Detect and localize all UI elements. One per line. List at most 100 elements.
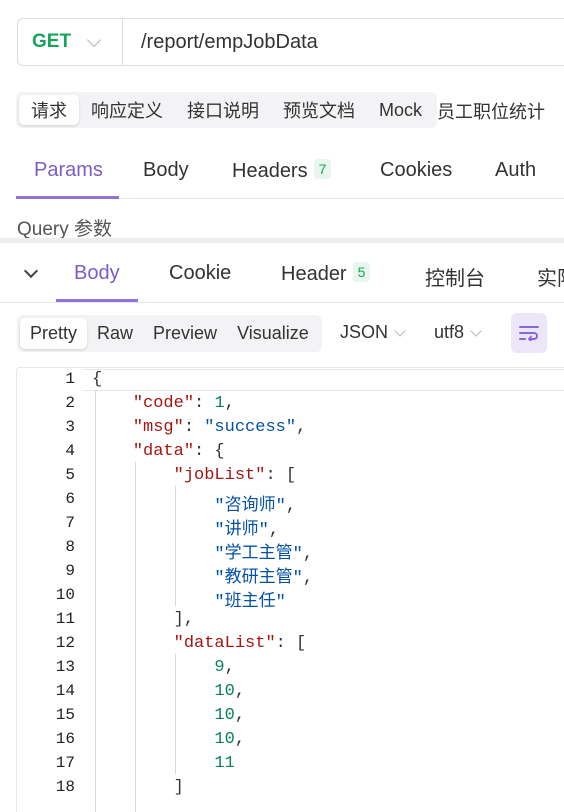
headers-count-badge: 7 — [313, 159, 332, 179]
format-preview[interactable]: Preview — [153, 323, 218, 343]
json-number: 9 — [214, 658, 225, 677]
resp-tab-console[interactable]: 控制台 — [425, 268, 485, 290]
active-resp-tab-underline — [56, 299, 138, 302]
line-number: 12 — [55, 634, 75, 652]
chevron-down-icon — [394, 324, 406, 337]
line-number: 4 — [65, 442, 75, 460]
line-number: 15 — [55, 706, 75, 724]
code-line: "教研主管", — [214, 569, 314, 588]
resp-tab-actual[interactable]: 实际 — [537, 268, 564, 290]
code-line: 10, — [214, 706, 246, 725]
resp-tab-body[interactable]: Body — [74, 262, 120, 284]
method-select[interactable]: GET — [18, 19, 123, 65]
api-doc-title: 员工职位统计 — [437, 102, 545, 122]
json-string: "班主任" — [214, 593, 286, 612]
url-input[interactable]: /report/empJobData — [141, 30, 318, 53]
code-line: 9, — [214, 658, 235, 677]
encoding-select-value: utf8 — [434, 322, 465, 342]
code-line: "jobList": [ — [173, 466, 297, 485]
code-line: "dataList": [ — [173, 634, 307, 653]
json-string: "咨询师" — [214, 497, 286, 516]
json-number: 10 — [214, 730, 235, 749]
code-line: 11 — [92, 754, 235, 773]
panel-divider[interactable] — [0, 238, 564, 243]
json-key: "msg" — [132, 418, 184, 437]
json-number: 11 — [214, 754, 235, 773]
collapse-chevron-icon[interactable] — [23, 263, 39, 279]
format-select-value: JSON — [340, 322, 389, 342]
line-number: 3 — [65, 418, 75, 436]
line-number: 18 — [55, 778, 75, 796]
indent-guide — [135, 462, 136, 812]
indent-guide — [95, 390, 96, 812]
format-select[interactable]: JSON — [340, 322, 406, 343]
line-number: 8 — [65, 538, 75, 556]
json-key: "code" — [132, 394, 195, 413]
wrap-lines-icon — [519, 326, 539, 341]
url-bar: GET /report/empJobData — [17, 18, 564, 66]
subtab-response-definition[interactable]: 响应定义 — [91, 101, 163, 121]
code-line: "班主任" — [92, 586, 286, 612]
json-string: "学工主管" — [214, 545, 303, 564]
method-label: GET — [32, 31, 72, 52]
tab-body[interactable]: Body — [143, 159, 189, 181]
json-number: 1 — [214, 394, 225, 413]
request-subtabs: 请求 响应定义 接口说明 预览文档 Mock — [16, 92, 438, 128]
line-number: 6 — [65, 490, 75, 508]
json-string: "success" — [204, 418, 297, 437]
encoding-select[interactable]: utf8 — [434, 322, 482, 343]
format-visualize[interactable]: Visualize — [237, 323, 309, 343]
resp-tab-cookie[interactable]: Cookie — [169, 262, 232, 284]
subtab-api-description[interactable]: 接口说明 — [187, 101, 259, 121]
code-line: "code": 1, — [132, 394, 235, 413]
active-tab-underline — [16, 196, 119, 199]
chevron-down-icon — [470, 324, 482, 337]
subtab-preview-doc[interactable]: 预览文档 — [283, 101, 355, 121]
code-line: 10, — [214, 730, 246, 749]
tab-cookies[interactable]: Cookies — [380, 159, 453, 181]
line-number: 10 — [55, 586, 75, 604]
indent-guide — [175, 654, 176, 774]
tab-auth[interactable]: Auth — [495, 159, 537, 181]
subtab-request[interactable]: 请求 — [19, 95, 79, 125]
code-line: 10, — [214, 682, 246, 701]
line-number: 7 — [65, 514, 75, 532]
json-key: "dataList" — [173, 634, 276, 653]
resp-tab-header-label: Header — [281, 263, 347, 285]
format-raw[interactable]: Raw — [97, 323, 134, 343]
format-pretty[interactable]: Pretty — [20, 318, 88, 349]
code-line: ] — [92, 778, 184, 797]
code-line: "学工主管", — [214, 545, 314, 564]
response-body-editor[interactable]: 1 2 3 4 5 6 7 8 9 10 11 12 13 14 15 16 1… — [16, 367, 564, 812]
header-count-badge: 5 — [352, 262, 371, 282]
line-number-gutter: 1 2 3 4 5 6 7 8 9 10 11 12 13 14 15 16 1… — [17, 368, 83, 812]
line-number: 17 — [55, 754, 75, 772]
code-line: ], — [92, 610, 195, 629]
json-key: "jobList" — [173, 466, 266, 485]
line-number: 9 — [65, 562, 75, 580]
line-number: 16 — [55, 730, 75, 748]
current-line-highlight — [83, 369, 564, 391]
indent-guide — [175, 486, 176, 606]
json-string: "教研主管" — [214, 569, 303, 588]
subtab-mock[interactable]: Mock — [379, 99, 423, 120]
code-line: "讲师", — [214, 521, 280, 540]
line-number: 14 — [55, 682, 75, 700]
line-number: 11 — [55, 610, 75, 628]
wrap-lines-button[interactable] — [511, 313, 547, 353]
tab-params[interactable]: Params — [34, 159, 103, 181]
json-number: 10 — [214, 706, 235, 725]
code-line: "msg": "success", — [132, 418, 307, 437]
code-line: "咨询师", — [214, 497, 297, 516]
json-key: "data" — [132, 442, 195, 461]
line-number: 2 — [65, 394, 75, 412]
code-line: { — [92, 370, 103, 389]
json-string: "讲师" — [214, 521, 269, 540]
line-number: 5 — [65, 466, 75, 484]
json-number: 10 — [214, 682, 235, 701]
format-tabs: Pretty Raw Preview Visualize — [17, 315, 322, 352]
chevron-down-icon — [86, 32, 102, 47]
